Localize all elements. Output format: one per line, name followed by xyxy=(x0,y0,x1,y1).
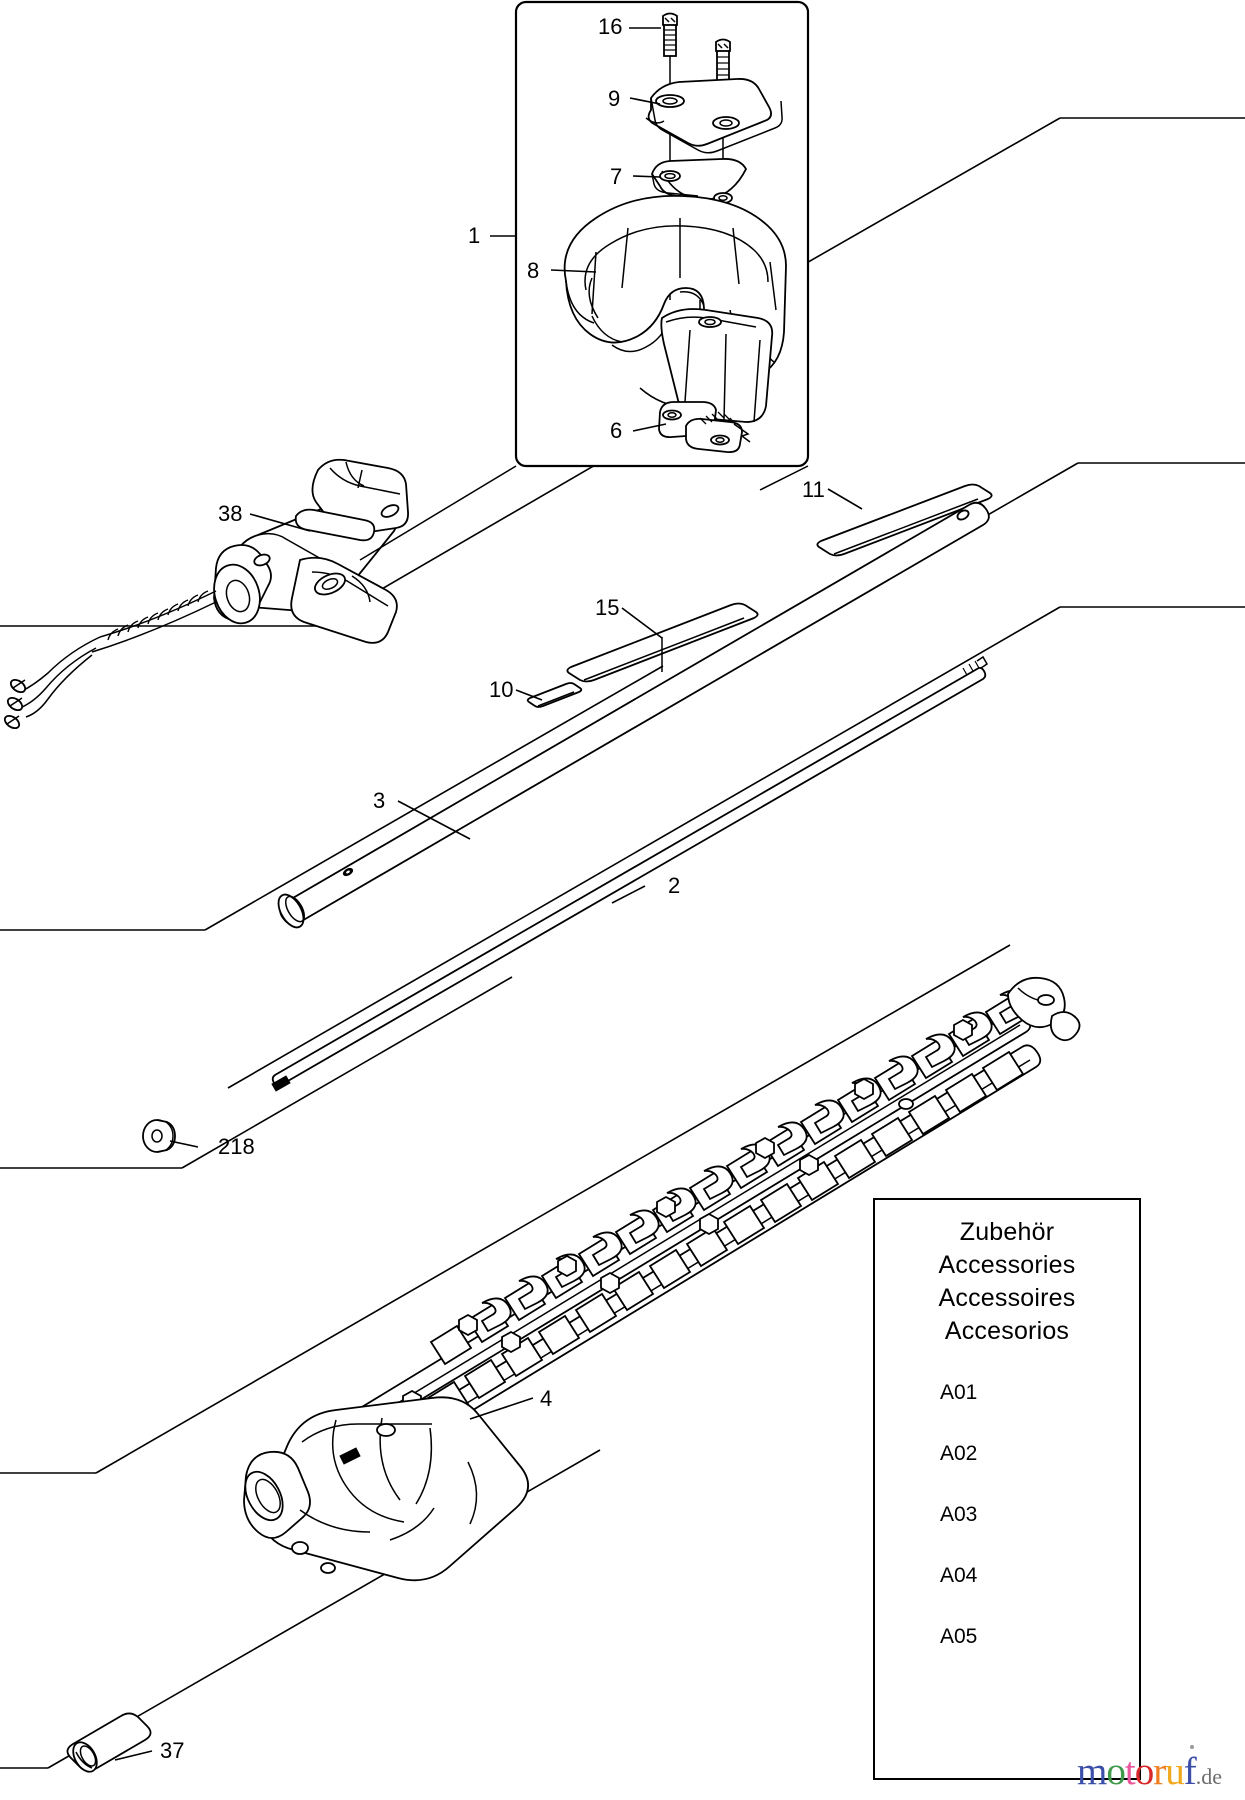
watermark-letter-t: t xyxy=(1124,1750,1136,1793)
callout-38: 38 xyxy=(218,501,243,526)
callout-15: 15 xyxy=(595,595,620,620)
blade-bolts xyxy=(402,997,1044,1413)
decal-10-icon xyxy=(526,682,583,708)
callout-6: 6 xyxy=(610,418,623,443)
accessories-item-list: A01 A02 A03 A04 A05 xyxy=(875,1382,1139,1687)
gearbox-housing-icon xyxy=(243,1396,529,1582)
outer-shaft-tube-3-icon xyxy=(277,501,990,929)
watermark-letter-r: r xyxy=(1153,1750,1166,1793)
accessory-item-a03[interactable]: A03 xyxy=(940,1503,978,1526)
handle-lower-mount-icon xyxy=(660,308,774,423)
motoruf-watermark: motoruf.de xyxy=(1077,1752,1222,1796)
callout-2: 2 xyxy=(668,873,681,898)
watermark-letter-u: u xyxy=(1165,1750,1184,1793)
watermark-dot-icon xyxy=(1190,1745,1194,1749)
handle-clamp-saddle-7-icon xyxy=(651,158,748,204)
watermark-letter-f: f xyxy=(1183,1750,1197,1793)
callout-37: 37 xyxy=(160,1738,185,1763)
callout-218: 218 xyxy=(218,1134,255,1159)
decal-15-icon xyxy=(566,602,759,683)
inset-box-pointers xyxy=(359,465,809,561)
watermark-letter-m: m xyxy=(1077,1750,1107,1793)
watermark-letter-o2: o xyxy=(1134,1750,1154,1793)
callout-10: 10 xyxy=(489,677,514,702)
accessories-title-fr: Accessoires xyxy=(938,1284,1076,1312)
gearbox-blade-assembly-4-icon xyxy=(243,976,1081,1582)
accessory-item-a01[interactable]: A01 xyxy=(940,1381,978,1404)
accessories-title-en: Accessories xyxy=(938,1251,1076,1279)
watermark-letter-o1: o xyxy=(1106,1750,1125,1793)
blade-tip-cap xyxy=(1007,976,1081,1042)
watermark-suffix: .de xyxy=(1195,1764,1222,1789)
accessory-item-a04[interactable]: A04 xyxy=(940,1564,978,1587)
handle-clamp-upper-9-icon xyxy=(645,78,783,154)
accessories-title-de: Zubehör xyxy=(959,1218,1055,1246)
accessory-item-a05[interactable]: A05 xyxy=(940,1625,978,1648)
callout-7: 7 xyxy=(610,164,623,189)
accessory-item-a02[interactable]: A02 xyxy=(940,1442,978,1465)
bushing-218-icon xyxy=(142,1119,176,1153)
accessories-legend-box: Zubehör Accessories Accessoires Accesori… xyxy=(873,1198,1141,1780)
callout-9: 9 xyxy=(608,86,621,111)
leader-lines xyxy=(114,27,863,1761)
callout-4: 4 xyxy=(540,1386,553,1411)
drive-shaft-rod-2-icon xyxy=(271,655,988,1092)
callout-11: 11 xyxy=(802,477,825,502)
accessories-titles: Zubehör Accessories Accessoires Accesori… xyxy=(939,1200,1076,1348)
callout-3: 3 xyxy=(373,788,386,813)
callout-16: 16 xyxy=(598,14,623,39)
coupling-sleeve-37-icon xyxy=(66,1712,152,1773)
decal-11-icon xyxy=(816,483,993,557)
accessories-title-es: Accesorios xyxy=(944,1317,1070,1345)
handle-clamp-lower-6-icon xyxy=(658,401,751,453)
callout-8: 8 xyxy=(527,258,540,283)
callout-1: 1 xyxy=(468,223,481,248)
motor-head-housing-38-icon xyxy=(3,458,409,730)
